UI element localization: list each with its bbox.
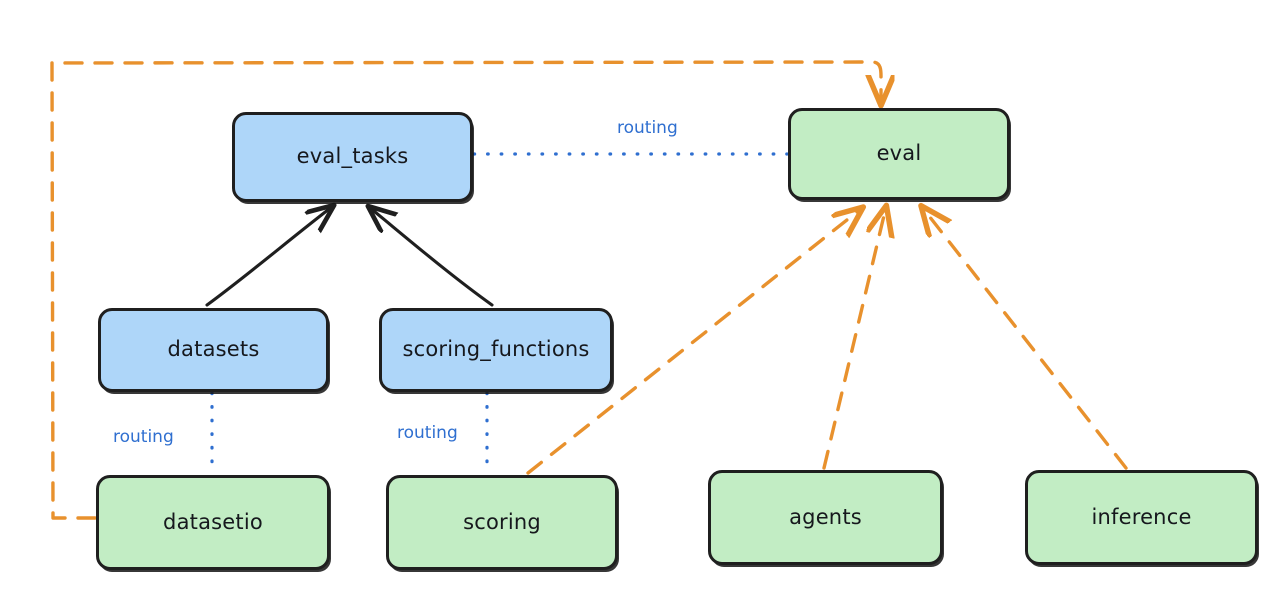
node-eval-label: eval — [876, 141, 922, 166]
edge-datasets-to-eval-tasks — [205, 206, 333, 307]
edge-scoring-to-eval — [526, 208, 862, 475]
node-eval[interactable]: eval — [788, 108, 1010, 200]
edge-label-datasets-to-datasetio: routing — [113, 427, 174, 447]
node-datasetio[interactable]: datasetio — [96, 475, 330, 570]
node-scoring-label: scoring — [463, 509, 541, 534]
node-agents[interactable]: agents — [708, 470, 943, 565]
node-inference[interactable]: inference — [1025, 470, 1258, 565]
node-eval-tasks-label: eval_tasks — [296, 144, 409, 169]
edge-agents-to-eval — [822, 207, 886, 470]
edge-inference-to-eval — [922, 207, 1128, 470]
node-scoring-functions[interactable]: scoring_functions — [379, 308, 613, 392]
node-datasetio-label: datasetio — [163, 509, 263, 534]
node-inference-label: inference — [1091, 504, 1192, 529]
node-agents-label: agents — [789, 504, 862, 529]
edge-label-eval-tasks-to-eval: routing — [617, 118, 678, 138]
node-scoring[interactable]: scoring — [386, 475, 618, 570]
edge-scoring-functions-to-eval-tasks — [369, 207, 494, 307]
node-eval-tasks[interactable]: eval_tasks — [232, 112, 473, 202]
edge-datasetio-to-eval — [50, 60, 881, 520]
node-scoring-functions-label: scoring_functions — [402, 337, 590, 362]
node-datasets-label: datasets — [167, 337, 260, 362]
node-datasets[interactable]: datasets — [98, 308, 329, 392]
edge-label-scoring-functions-to-scoring: routing — [397, 423, 458, 443]
